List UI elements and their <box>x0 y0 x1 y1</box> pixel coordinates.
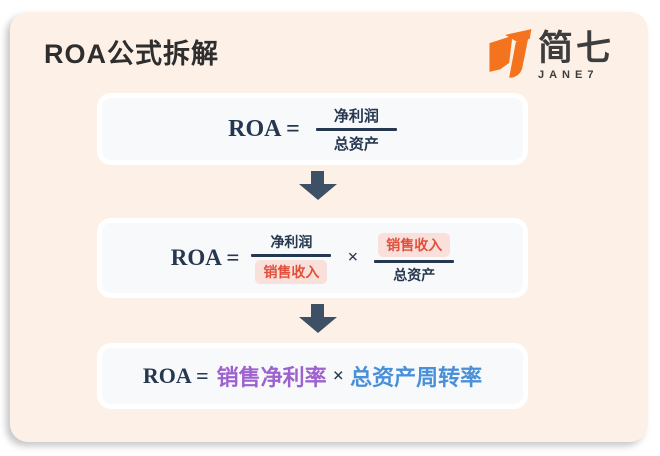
denominator-sales-revenue-highlight: 销售收入 <box>255 259 328 284</box>
numerator-net-profit: 净利润 <box>333 108 379 125</box>
fraction-bar <box>374 259 455 263</box>
roa-equals-label: ROA = <box>170 245 240 270</box>
roa-equals-label: ROA = <box>142 363 209 388</box>
down-arrow-icon <box>299 171 337 200</box>
denominator-total-assets: 总资产 <box>393 268 436 284</box>
fraction-bar <box>315 127 397 131</box>
formula-box-basic: ROA = 净利润 总资产 <box>97 93 528 165</box>
fraction-net-profit-over-sales: 净利润 销售收入 <box>251 230 332 287</box>
denominator-total-assets: 总资产 <box>333 136 379 153</box>
fraction-bar <box>251 253 332 257</box>
formula-box-expanded: ROA = 净利润 销售收入 × 销售收入 总资产 <box>97 218 528 298</box>
logo-wordmark: 简七 JANE7 <box>537 24 614 82</box>
jane7-flag-icon <box>489 29 532 78</box>
jane7-logo: 简七 JANE7 <box>487 24 614 82</box>
formula-box-final: ROA = 销售净利率 × 总资产周转率 <box>97 343 528 409</box>
logo-brand-cn: 简七 <box>537 29 614 68</box>
numerator-sales-revenue-highlight: 销售收入 <box>378 232 451 257</box>
numerator-net-profit: 净利润 <box>270 235 313 251</box>
fraction-net-profit-over-total-assets: 净利润 总资产 <box>315 103 397 156</box>
term-total-asset-turnover: 总资产周转率 <box>350 365 483 390</box>
infographic-card: ROA公式拆解 简七 JANE7 ROA = 净利润 总资产 ROA = 净利润… <box>10 12 648 442</box>
multiply-sign: × <box>332 364 345 387</box>
roa-equals-label: ROA = <box>228 115 300 142</box>
page-title: ROA公式拆解 <box>44 39 219 69</box>
term-net-profit-margin: 销售净利率 <box>216 365 327 390</box>
fraction-sales-over-total-assets: 销售收入 总资产 <box>374 230 455 287</box>
logo-brand-en: JANE7 <box>537 69 599 81</box>
down-arrow-icon <box>299 304 337 333</box>
multiply-sign: × <box>347 247 359 268</box>
